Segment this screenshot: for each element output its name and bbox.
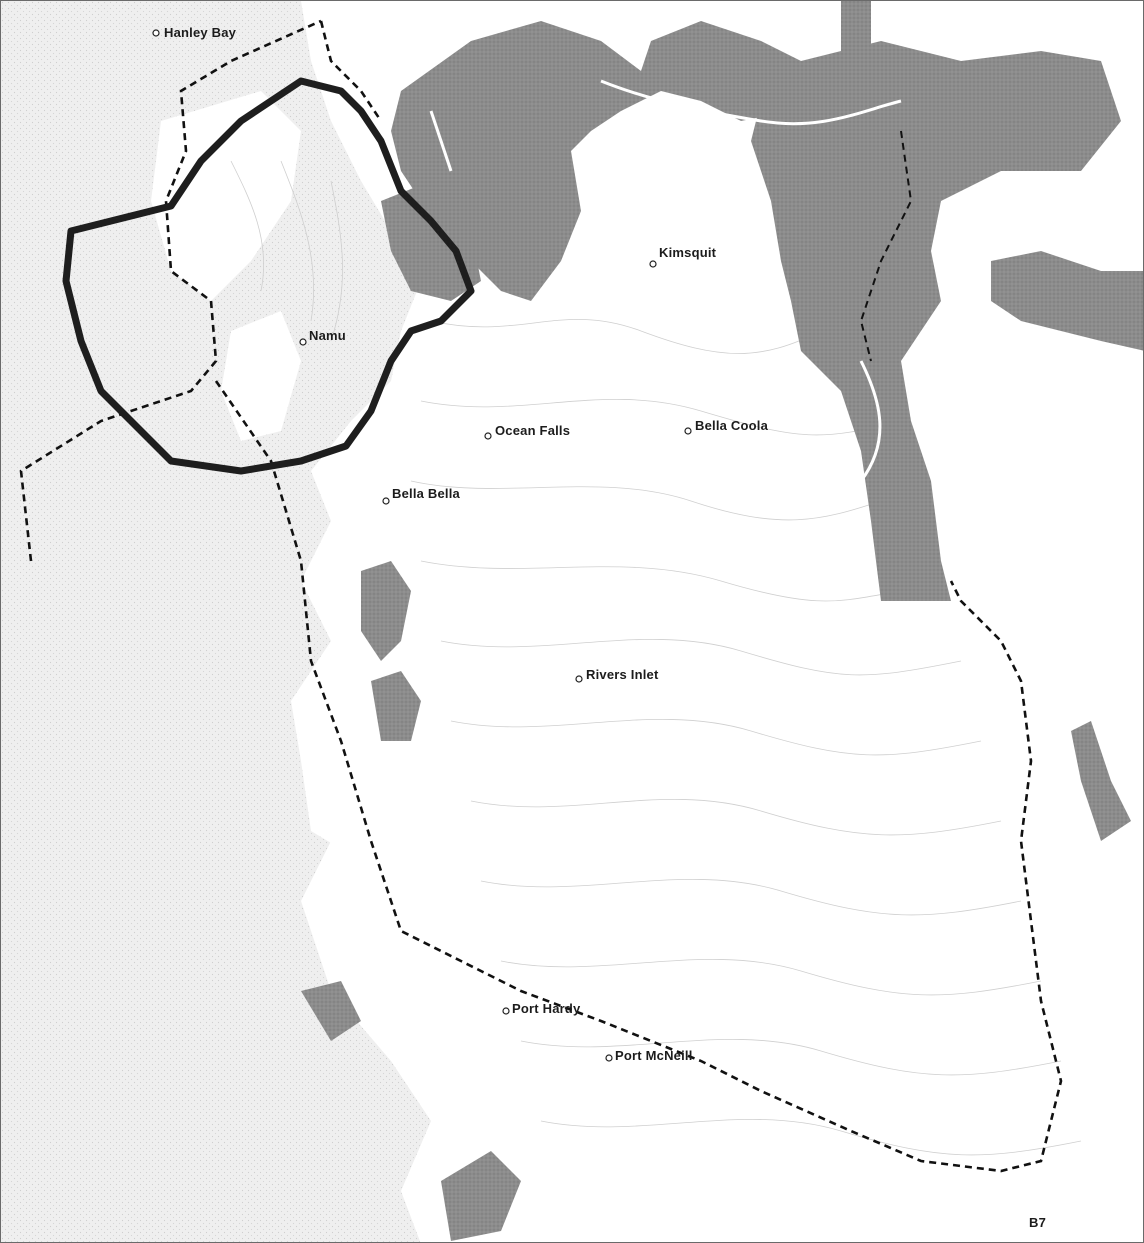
place-namu[interactable]: Namu — [299, 328, 346, 346]
study-area-outline — [62, 77, 475, 475]
place-label: Kimsquit — [659, 245, 717, 260]
protected-area-islands — [361, 561, 411, 661]
place-hanley-bay[interactable]: Hanley Bay — [152, 25, 237, 40]
protected-area-far-east — [991, 251, 1143, 351]
place-marker-icon — [502, 1007, 510, 1015]
place-label: Rivers Inlet — [586, 667, 659, 682]
protected-area-near-namu — [381, 181, 481, 301]
place-label: Port McNeill — [615, 1048, 693, 1063]
place-marker-icon — [152, 29, 160, 37]
island — [301, 741, 431, 861]
place-port-hardy[interactable]: Port Hardy — [502, 1001, 581, 1016]
place-label: Ocean Falls — [495, 423, 570, 438]
place-label: Bella Bella — [392, 486, 461, 501]
place-marker-icon — [605, 1054, 613, 1062]
place-ocean-falls[interactable]: Ocean Falls — [484, 423, 570, 440]
island — [321, 861, 451, 991]
place-label: Hanley Bay — [164, 25, 237, 40]
protected-area-east — [751, 41, 1121, 601]
place-kimsquit[interactable]: Kimsquit — [649, 245, 717, 268]
corner-label: B7 — [1029, 1215, 1046, 1230]
place-bella-bella[interactable]: Bella Bella — [382, 486, 461, 505]
place-marker-icon — [484, 432, 492, 440]
protected-area-east-arm — [1071, 721, 1131, 841]
place-marker-icon — [299, 338, 307, 346]
rivers — [429, 79, 902, 482]
place-marker-icon — [649, 260, 657, 268]
administrative-boundary — [19, 19, 1063, 1173]
protected-area-central — [391, 21, 801, 301]
place-bella-coola[interactable]: Bella Coola — [684, 418, 769, 435]
boundary-inner-east — [859, 130, 913, 362]
protected-area-south-island — [301, 981, 361, 1041]
place-rivers-inlet[interactable]: Rivers Inlet — [575, 667, 659, 683]
protected-area-strip — [841, 1, 871, 61]
place-label: Bella Coola — [695, 418, 769, 433]
island — [221, 311, 301, 441]
protected-area-islands — [371, 671, 421, 741]
place-marker-icon — [382, 497, 390, 505]
island — [151, 91, 301, 301]
place-marker-icon — [575, 675, 583, 683]
place-port-mcneill[interactable]: Port McNeill — [605, 1048, 693, 1063]
protected-area-south-island — [441, 1151, 521, 1241]
place-label: Namu — [309, 328, 346, 343]
terrain-contours — [230, 160, 1082, 1156]
place-marker-icon — [684, 427, 692, 435]
place-label: Port Hardy — [512, 1001, 581, 1016]
